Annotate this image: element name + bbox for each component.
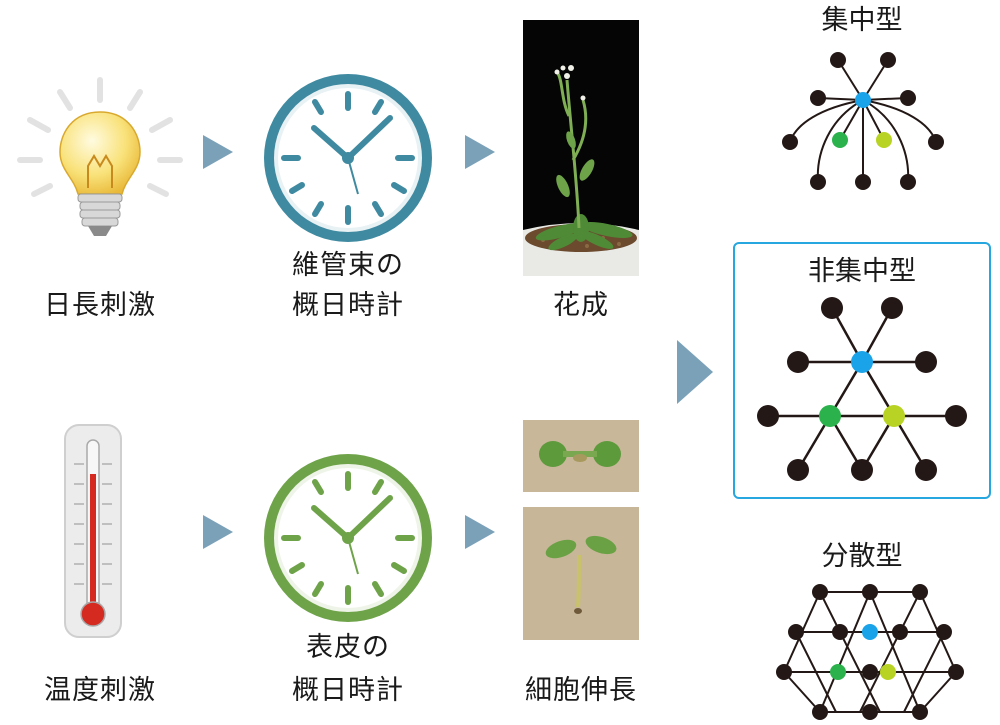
clock-label-vascular-line2: 概日時計 [292,290,404,321]
seedling-photo-cotyledon [523,420,639,492]
thermometer-icon [64,424,122,638]
arrow-icon [465,135,495,169]
seedling-photo-hypocotyl [523,507,639,640]
network-title-non-centralized: 非集中型 [808,256,916,287]
clock-label-epidermal-line1: 表皮の [306,632,390,663]
stimulus-label-temperature: 温度刺激 [44,675,156,706]
arrow-icon [203,135,233,169]
arrow-icon [465,515,495,549]
arrow-icon [203,515,233,549]
clock-icon-vascular [264,74,432,242]
distributed-network-diagram [776,584,964,720]
network-title-centralized: 集中型 [821,5,903,36]
output-label-flowering: 花成 [553,290,609,321]
clock-label-epidermal-line2: 概日時計 [292,675,404,706]
stimulus-label-daylength: 日長刺激 [44,290,156,321]
centralized-network-diagram [782,52,944,190]
non-centralized-network-diagram [757,297,967,481]
light-bulb-icon [17,77,183,236]
flowering-plant-photo [523,20,639,276]
clock-icon-epidermal [264,454,432,622]
network-title-distributed: 分散型 [821,541,903,572]
highlight-frame [733,242,991,499]
output-label-cell-elongation: 細胞伸長 [525,675,637,706]
clock-label-vascular-line1: 維管束の [292,250,404,281]
arrow-icon-main [677,340,713,404]
